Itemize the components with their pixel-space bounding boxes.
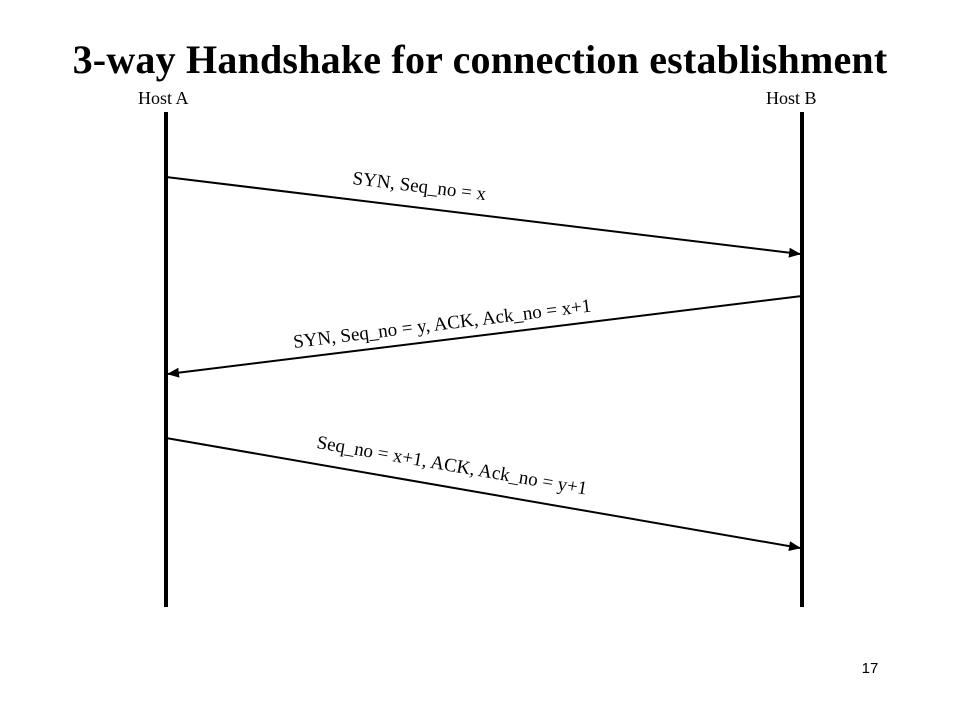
host-b-label: Host B [766,88,817,108]
message-1-label: SYN, Seq_no = x [351,168,487,205]
page-number: 17 [861,660,879,677]
slide-title: 3-way Handshake for connection establish… [72,37,888,82]
message-2-label: SYN, Seq_no = y, ACK, Ack_no = x+1 [292,296,592,353]
host-a-label: Host A [138,88,189,108]
message-3-arrow [165,437,801,552]
message-3-label: Seq_no = x+1, ACK, Ack_no = y+1 [315,432,589,499]
message-2-arrow [167,295,803,378]
message-1-arrow [165,176,801,258]
